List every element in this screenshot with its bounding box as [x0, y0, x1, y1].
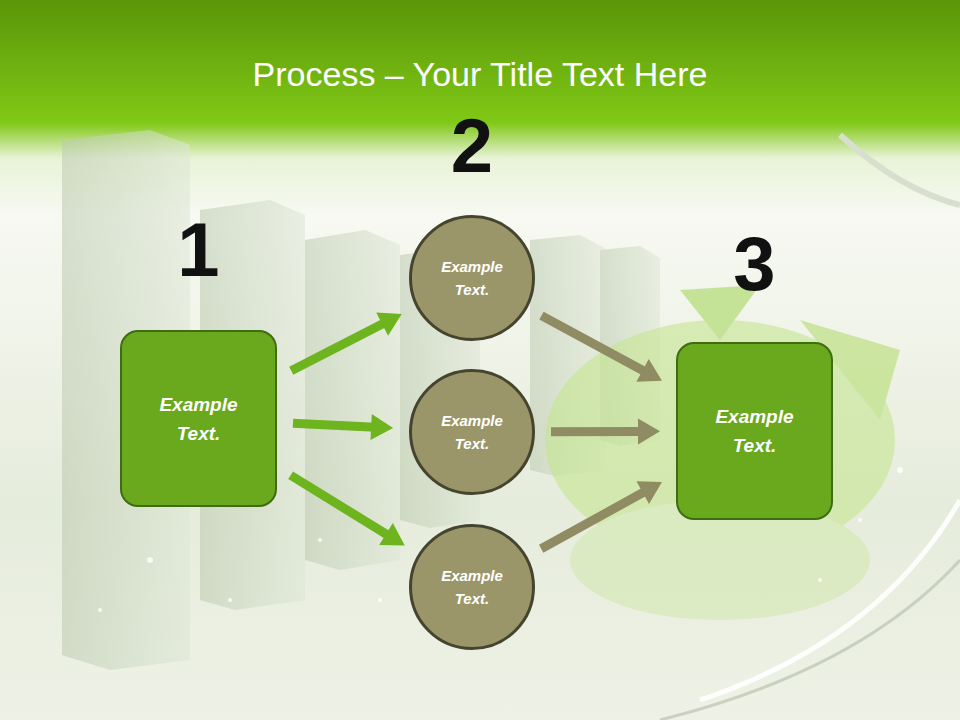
- slide-title: Process – Your Title Text Here: [0, 52, 960, 96]
- arrow-head: [636, 481, 662, 504]
- flow-arrow: [291, 475, 405, 545]
- step-number: 1: [177, 212, 219, 288]
- arrow-head: [636, 359, 662, 382]
- arrow-head: [638, 418, 660, 444]
- swoosh: [840, 135, 960, 205]
- step-number: 3: [733, 226, 775, 302]
- arrow-shaft: [291, 322, 385, 371]
- arrow-shaft: [291, 475, 390, 536]
- process-circle: Example Text.: [409, 524, 535, 650]
- arrow-shaft: [551, 427, 642, 436]
- process-box: 1Example Text.: [120, 330, 277, 507]
- pie-chart-art: [545, 285, 900, 620]
- node-text: Example Text.: [429, 409, 515, 455]
- swoosh: [660, 560, 960, 720]
- swoosh: [700, 500, 960, 700]
- arrow-head: [379, 523, 405, 546]
- node-text: Example Text.: [429, 255, 515, 301]
- arrow-shaft: [541, 491, 646, 549]
- node-text: Example Text.: [139, 390, 259, 448]
- flow-arrow: [291, 313, 401, 371]
- node-text: Example Text.: [429, 564, 515, 610]
- process-circle: Example Text.: [409, 369, 535, 495]
- process-circle: 2Example Text.: [409, 215, 535, 341]
- process-box: 3Example Text.: [676, 342, 833, 520]
- step-number: 2: [451, 108, 493, 184]
- arrow-shaft: [541, 316, 646, 373]
- node-text: Example Text.: [695, 402, 815, 460]
- arrow-shaft: [293, 423, 375, 427]
- flow-arrow: [541, 316, 661, 382]
- flow-arrow: [541, 481, 662, 548]
- flow-arrow: [551, 418, 660, 444]
- arrow-head: [370, 414, 393, 440]
- arrow-head: [376, 313, 402, 336]
- flow-arrow: [293, 414, 393, 440]
